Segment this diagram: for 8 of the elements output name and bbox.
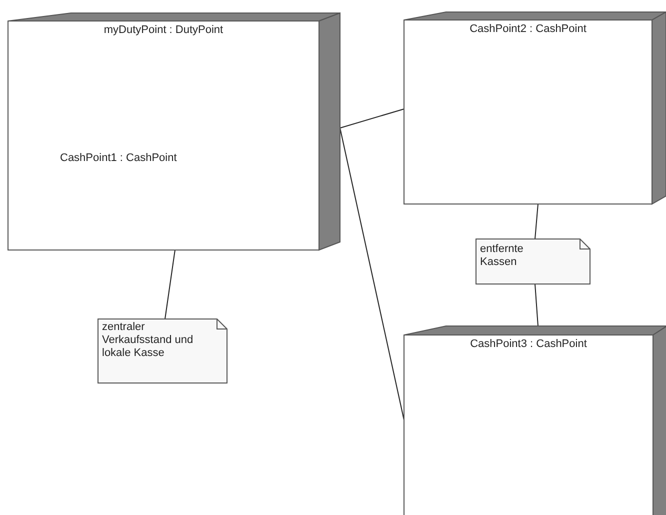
note-box (476, 239, 590, 284)
connector-line (534, 284, 538, 326)
note-text: entfernte Kassen (480, 243, 524, 269)
connector-line (164, 250, 176, 320)
note-box (98, 319, 227, 383)
connector-line (534, 204, 538, 240)
note-text: zentraler Verkaufsstand und lokale Kasse (102, 321, 194, 360)
connector-line (340, 108, 404, 128)
